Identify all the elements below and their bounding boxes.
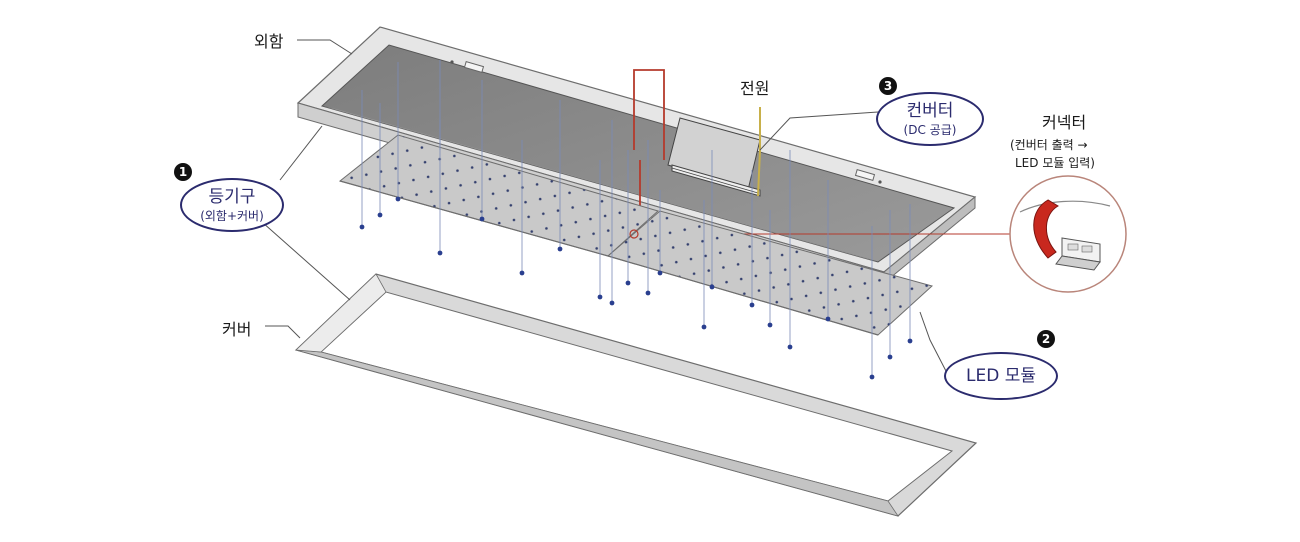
screws	[359, 196, 913, 380]
callout-number-1: 1	[174, 163, 192, 181]
connector-desc-line2: LED 모듈 입력)	[1015, 156, 1095, 170]
converter-callout-subtitle: (DC 공급)	[903, 122, 957, 137]
connector-title: 커넥터	[1042, 113, 1087, 132]
converter	[667, 117, 761, 197]
fixture-callout: 등기구 (외함+커버)	[180, 178, 284, 232]
assembly-guide-lines	[361, 60, 911, 376]
fixture-callout-subtitle: (외함+커버)	[200, 208, 264, 223]
leader-lines	[261, 39, 948, 374]
led-module	[338, 134, 934, 336]
connector-zoom-inset	[1009, 175, 1127, 293]
housing-label: 외함	[254, 32, 284, 51]
led-module-callout: LED 모듈	[944, 352, 1058, 400]
cover-label: 커버	[222, 320, 252, 339]
led-module-callout-title: LED 모듈	[966, 366, 1036, 386]
callout-number-2: 2	[1037, 330, 1055, 348]
cover-frame	[294, 273, 978, 517]
power-label: 전원	[740, 79, 770, 98]
callout-number-3: 3	[879, 77, 897, 95]
connector-desc-line1: (컨버터 출력 →	[1010, 138, 1088, 152]
converter-callout-title: 컨버터	[906, 100, 954, 121]
converter-callout: 컨버터 (DC 공급)	[876, 92, 984, 146]
fixture-callout-title: 등기구	[208, 186, 256, 207]
